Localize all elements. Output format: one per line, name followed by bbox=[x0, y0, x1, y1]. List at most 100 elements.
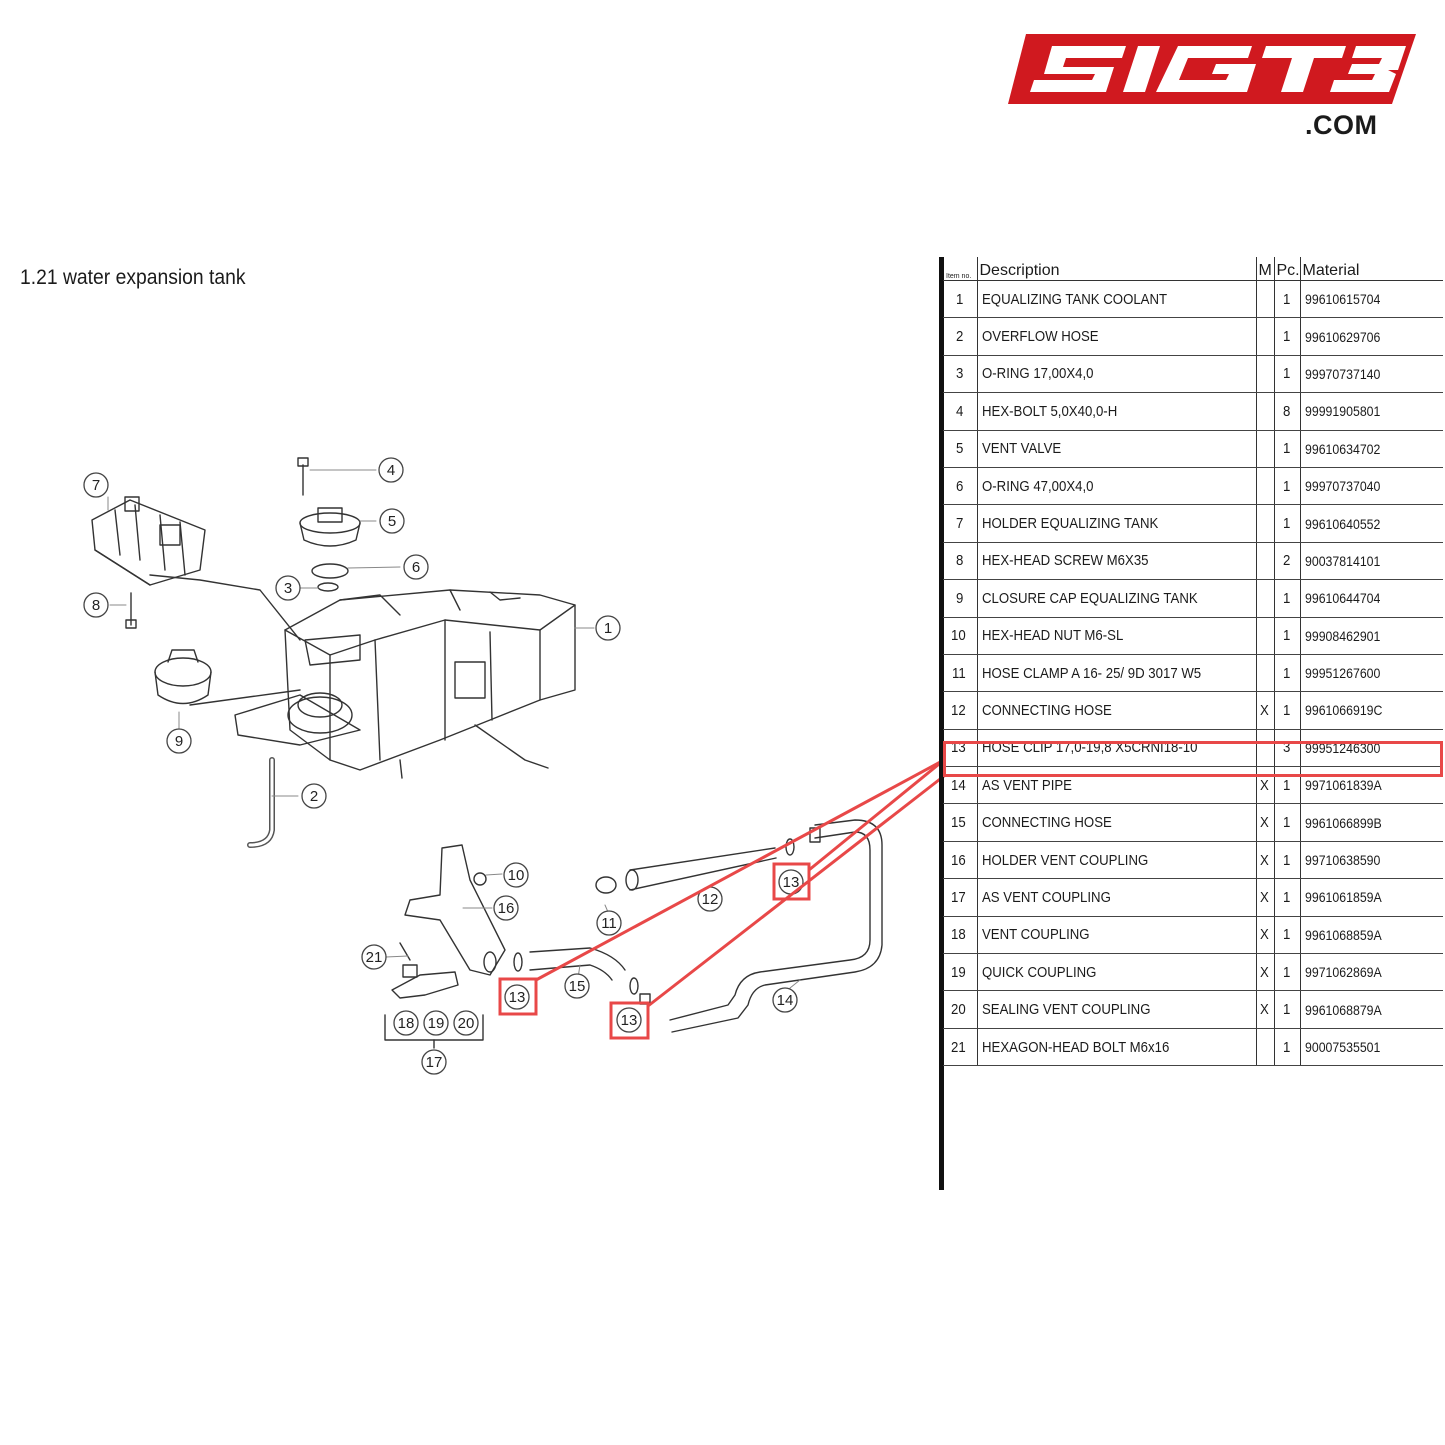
cell-item-no: 3 bbox=[943, 355, 977, 394]
callout-5: 5 bbox=[379, 508, 405, 534]
cell-pc-text: 1 bbox=[1282, 1001, 1291, 1019]
cell-description-text: CONNECTING HOSE bbox=[981, 814, 1112, 832]
cell-item-no: 2 bbox=[943, 317, 977, 356]
cell-material: 99610634702 bbox=[1299, 430, 1443, 468]
cell-description-text: VENT COUPLING bbox=[981, 926, 1090, 944]
cell-material-text: 99970737140 bbox=[1304, 365, 1380, 382]
cell-pc: 1 bbox=[1273, 617, 1300, 655]
cell-description-text: CONNECTING HOSE bbox=[981, 701, 1112, 719]
cell-description-text: SEALING VENT COUPLING bbox=[981, 1001, 1150, 1019]
cell-pc: 1 bbox=[1273, 990, 1300, 1029]
cell-m-text: X bbox=[1259, 701, 1269, 719]
cell-description: AS VENT COUPLING bbox=[976, 878, 1256, 917]
cell-material-text: 90037814101 bbox=[1304, 552, 1380, 569]
cell-item-no: 5 bbox=[943, 430, 977, 468]
hex-bolt-part bbox=[297, 457, 309, 496]
cell-description-text: VENT VALVE bbox=[981, 440, 1061, 458]
cell-description: VENT VALVE bbox=[976, 430, 1256, 468]
cell-item-no-text: 17 bbox=[951, 888, 967, 906]
holder-equalizing-tank-part bbox=[91, 496, 301, 641]
cell-m: X bbox=[1255, 916, 1274, 955]
vent-valve-part bbox=[299, 507, 361, 547]
cell-pc-text: 1 bbox=[1282, 814, 1291, 832]
cell-item-no: 16 bbox=[943, 841, 977, 880]
cell-m: X bbox=[1255, 990, 1274, 1029]
svg-text:5: 5 bbox=[388, 513, 396, 530]
svg-text:13: 13 bbox=[509, 989, 526, 1006]
callout-15: 15 bbox=[564, 973, 590, 999]
cell-item-no: 21 bbox=[943, 1028, 977, 1067]
cell-m-text: X bbox=[1259, 851, 1269, 869]
cell-description: HOLDER VENT COUPLING bbox=[976, 841, 1256, 880]
header-m: M bbox=[1255, 257, 1274, 281]
cell-pc-text: 1 bbox=[1282, 701, 1291, 719]
cell-pc-text: 3 bbox=[1282, 739, 1291, 757]
cell-item-no: 1 bbox=[943, 280, 977, 319]
header-description: Description bbox=[976, 257, 1256, 281]
cell-m-text: X bbox=[1259, 1001, 1269, 1019]
callout-4: 4 bbox=[378, 457, 404, 483]
exploded-parts-diagram: 1 2 3 4 5 6 7 8 9 10 11 12 13 13 13 14 1… bbox=[83, 457, 883, 1075]
header-pc: Pc. bbox=[1273, 257, 1300, 281]
cell-description-text: HEX-BOLT 5,0X40,0-H bbox=[981, 402, 1117, 420]
svg-text:8: 8 bbox=[92, 597, 100, 614]
cell-material-text: 99610629706 bbox=[1304, 328, 1380, 345]
cell-material-text: 99908462901 bbox=[1304, 627, 1380, 644]
cell-pc-text: 1 bbox=[1282, 888, 1291, 906]
cell-description-text: QUICK COUPLING bbox=[981, 963, 1096, 981]
callout-19: 19 bbox=[423, 1010, 449, 1036]
cell-pc: 1 bbox=[1273, 504, 1300, 543]
callout-3: 3 bbox=[275, 575, 301, 601]
cell-description: QUICK COUPLING bbox=[976, 953, 1256, 992]
cell-pc-text: 1 bbox=[1282, 515, 1291, 533]
cell-material: 99610629706 bbox=[1299, 317, 1443, 356]
cell-pc: 1 bbox=[1273, 654, 1300, 693]
table-frame bbox=[939, 257, 944, 1190]
cell-material: 90007535501 bbox=[1299, 1028, 1443, 1067]
svg-text:9: 9 bbox=[175, 733, 183, 750]
callout-8: 8 bbox=[83, 592, 109, 618]
cell-material-text: 99610640552 bbox=[1304, 515, 1380, 532]
svg-text:18: 18 bbox=[398, 1015, 415, 1032]
callout-2: 2 bbox=[301, 783, 327, 809]
callout-7: 7 bbox=[83, 472, 109, 498]
cell-material: 99970737040 bbox=[1299, 467, 1443, 506]
cell-description-text: O-RING 17,00X4,0 bbox=[981, 365, 1094, 383]
cell-m bbox=[1255, 654, 1274, 693]
svg-text:1: 1 bbox=[604, 620, 612, 637]
cell-pc-text: 1 bbox=[1282, 963, 1291, 981]
cell-material-text: 99991905801 bbox=[1304, 403, 1380, 420]
cell-m bbox=[1255, 504, 1274, 543]
cell-description: CLOSURE CAP EQUALIZING TANK bbox=[976, 579, 1256, 618]
cell-item-no-text: 9 bbox=[955, 589, 963, 607]
cell-pc: 1 bbox=[1273, 430, 1300, 468]
cell-description-text: HEX-HEAD SCREW M6X35 bbox=[981, 552, 1149, 570]
cell-pc-text: 1 bbox=[1282, 851, 1291, 869]
cell-description: O-RING 17,00X4,0 bbox=[976, 355, 1256, 394]
cell-m bbox=[1255, 280, 1274, 319]
hex-head-screw-part bbox=[125, 592, 137, 629]
cell-pc: 1 bbox=[1273, 916, 1300, 955]
svg-text:4: 4 bbox=[387, 462, 395, 479]
cell-material-text: 9961066899B bbox=[1304, 814, 1382, 831]
svg-text:15: 15 bbox=[569, 978, 586, 995]
callout-18: 18 bbox=[393, 1010, 419, 1036]
callout-1: 1 bbox=[595, 615, 621, 641]
cell-m bbox=[1255, 729, 1274, 768]
cell-pc: 3 bbox=[1273, 729, 1300, 768]
cell-pc: 2 bbox=[1273, 542, 1300, 581]
cell-item-no-text: 5 bbox=[955, 440, 963, 458]
closure-cap-part bbox=[154, 649, 301, 706]
table-header-row: Item no. Description M Pc. Material bbox=[943, 257, 1443, 281]
cell-item-no-text: 19 bbox=[951, 963, 967, 981]
callout-13-b: 13 bbox=[778, 869, 804, 895]
cell-m: X bbox=[1255, 691, 1274, 730]
header-material: Material bbox=[1299, 257, 1443, 281]
cell-item-no: 8 bbox=[943, 542, 977, 581]
cell-description-text: AS VENT PIPE bbox=[981, 776, 1072, 794]
cell-pc: 1 bbox=[1273, 579, 1300, 618]
cell-m bbox=[1255, 392, 1274, 431]
